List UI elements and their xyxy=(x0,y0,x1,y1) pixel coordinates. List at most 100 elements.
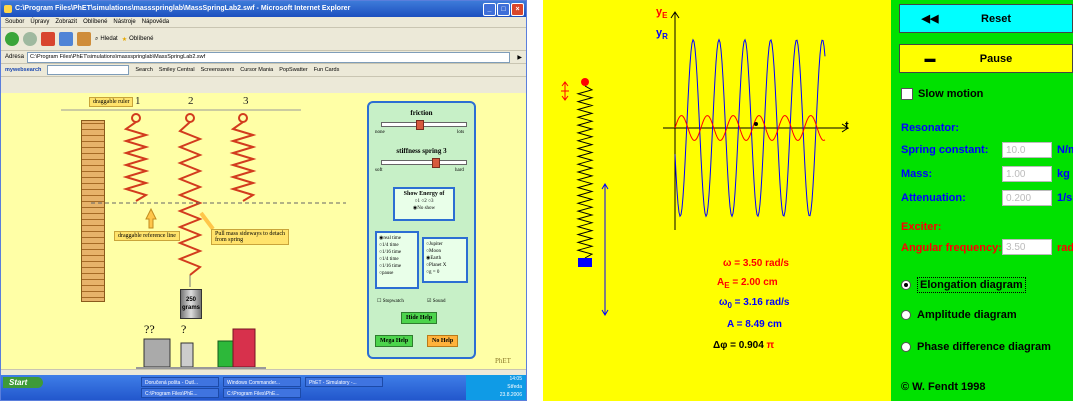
link-item[interactable]: Screensavers xyxy=(200,67,235,73)
menu-item[interactable]: Nástroje xyxy=(113,19,136,25)
menu-item[interactable]: Zobrazit xyxy=(55,19,78,25)
planet-option[interactable]: ○Moon xyxy=(426,249,441,254)
resonator-mass xyxy=(578,258,592,267)
link-item[interactable]: Cursor Mania xyxy=(240,67,274,73)
t-axis-arrow-icon xyxy=(841,123,849,133)
planet-option[interactable]: ○Planet X xyxy=(426,263,447,268)
ie-toolbar: ⌕Hledat ★Oblíbené xyxy=(1,28,526,51)
reset-button[interactable]: ◀◀ Reset xyxy=(899,4,1073,33)
planet-option[interactable]: ◉Earth xyxy=(426,256,442,261)
address-input[interactable]: C:\Program Files\PhET\simulations\masssp… xyxy=(27,51,511,63)
planet-option[interactable]: ○Jupiter xyxy=(426,242,443,247)
taskbar-item[interactable]: Doručená pošta - Outl... xyxy=(141,377,219,387)
planet-option[interactable]: ○g = 0 xyxy=(426,270,440,275)
ie-title-bar[interactable]: C:\Program Files\PhET\simulations\masssp… xyxy=(1,1,526,17)
draggable-ruler[interactable] xyxy=(81,120,105,302)
ie-status-bar xyxy=(1,369,526,376)
mass-250-value: 250 xyxy=(185,297,196,303)
spring-number-3: 3 xyxy=(243,95,249,107)
radio-selected-icon[interactable] xyxy=(901,280,911,290)
red-mass[interactable] xyxy=(232,328,256,368)
link-item[interactable]: Search xyxy=(135,67,153,73)
go-button[interactable]: ▶ xyxy=(517,54,522,61)
radio-unselected-icon[interactable] xyxy=(901,342,911,352)
time-option[interactable]: ○1/4 time xyxy=(379,257,399,262)
favorites-button[interactable]: ★Oblíbené xyxy=(122,36,154,43)
mega-help-button[interactable]: Mega Help xyxy=(375,335,414,347)
mass-250g[interactable]: 250 grams xyxy=(180,289,202,319)
green-mass[interactable] xyxy=(217,340,235,368)
time-option[interactable]: ○pause xyxy=(379,271,394,276)
menu-item[interactable]: Oblíbené xyxy=(83,19,108,25)
minimize-icon[interactable]: _ xyxy=(483,3,496,16)
time-option[interactable]: ○1/16 time xyxy=(379,264,402,269)
spring-2[interactable] xyxy=(177,113,203,287)
omega0-symbol: ω xyxy=(719,297,728,308)
home-button[interactable] xyxy=(77,32,91,46)
start-button[interactable]: Start xyxy=(3,377,43,388)
spring-constant-input[interactable]: 10.0 xyxy=(1002,142,1052,158)
taskbar-item[interactable]: C:\Program Files\PhE... xyxy=(141,388,219,398)
reference-line-label: draggable reference line xyxy=(114,231,180,241)
angular-frequency-input[interactable]: 3.50 xyxy=(1002,239,1052,255)
omega0-subscript: 0 xyxy=(727,301,732,310)
stiffness-slider[interactable] xyxy=(381,158,467,168)
taskbar-item[interactable]: PhET - Simulatory -... xyxy=(305,377,383,387)
spring-3[interactable] xyxy=(229,113,257,202)
resonator-section-title: Resonator: xyxy=(901,122,960,134)
amplitude-diagram-radio[interactable]: Amplitude diagram xyxy=(901,309,1017,321)
pause-label: Pause xyxy=(979,52,1013,65)
friction-knob[interactable] xyxy=(416,120,424,130)
mass-shelf: ?? ? xyxy=(136,322,266,369)
sound-checkbox[interactable]: ☑ Sound xyxy=(427,299,446,304)
tray-date: 23.8.2006 xyxy=(499,392,522,398)
time-option[interactable]: ○1/16 time xyxy=(379,250,402,255)
elongation-diagram-label: Elongation diagram xyxy=(917,277,1026,293)
phase-difference-diagram-radio[interactable]: Phase difference diagram xyxy=(901,341,1051,353)
menu-item[interactable]: Nápověda xyxy=(141,19,170,25)
link-item[interactable]: Smiley Central xyxy=(158,67,195,73)
taskbar-item[interactable]: C:\Program Files\PhE... xyxy=(223,388,301,398)
energy-options[interactable]: ○1 ○2 ○3 xyxy=(414,199,434,204)
pause-button[interactable]: ▬ Pause xyxy=(899,44,1073,73)
menu-item[interactable]: Soubor xyxy=(5,19,25,25)
mass-input[interactable]: 1.00 xyxy=(1002,166,1052,182)
search-button[interactable]: ⌕Hledat xyxy=(95,36,118,43)
radio-unselected-icon[interactable] xyxy=(901,310,911,320)
ae-subscript: E xyxy=(724,281,730,290)
attenuation-input[interactable]: 0.200 xyxy=(1002,190,1052,206)
mywebsearch-logo: mywebsearch xyxy=(5,67,42,73)
attenuation-unit: 1/s xyxy=(1057,192,1073,204)
close-icon[interactable]: × xyxy=(511,3,524,16)
link-item[interactable]: PopSwatter xyxy=(279,67,308,73)
windows-taskbar: Start Doručená pošta - Outl... Windows C… xyxy=(1,375,526,400)
refresh-button[interactable] xyxy=(59,32,73,46)
energy-none-option[interactable]: ◉No show xyxy=(412,206,436,211)
stiffness-knob[interactable] xyxy=(432,158,440,168)
maximize-icon[interactable]: □ xyxy=(497,3,510,16)
forward-button[interactable] xyxy=(23,32,37,46)
slow-motion-checkbox[interactable]: Slow motion xyxy=(901,88,983,100)
back-button[interactable] xyxy=(5,32,19,46)
stop-button[interactable] xyxy=(41,32,55,46)
stopwatch-checkbox[interactable]: ☐ Stopwatch xyxy=(377,299,404,304)
exciter-curve xyxy=(674,114,826,142)
spring-1[interactable] xyxy=(122,113,150,202)
svg-text:?: ? xyxy=(181,322,186,336)
no-help-button[interactable]: No Help xyxy=(427,335,459,347)
mass-hook-group[interactable]: ?? ? xyxy=(143,322,194,368)
mywebsearch-input[interactable] xyxy=(47,65,130,75)
spring-constant-label: Spring constant: xyxy=(901,144,989,156)
friction-slider[interactable] xyxy=(381,120,467,130)
mass-label: Mass: xyxy=(901,168,933,180)
refresh-icon xyxy=(59,32,73,46)
link-item[interactable]: Fun Cards xyxy=(313,67,340,73)
slow-motion-checkbox-box[interactable] xyxy=(901,88,913,100)
elongation-diagram-radio[interactable]: Elongation diagram xyxy=(901,277,1026,293)
menu-item[interactable]: Úpravy xyxy=(30,19,50,25)
spring-coil xyxy=(576,85,594,259)
taskbar-item[interactable]: Windows Commander... xyxy=(223,377,301,387)
time-option[interactable]: ◉real time xyxy=(379,236,401,241)
hide-help-button[interactable]: Hide Help xyxy=(401,312,438,324)
time-option[interactable]: ○1/4 time xyxy=(379,243,399,248)
